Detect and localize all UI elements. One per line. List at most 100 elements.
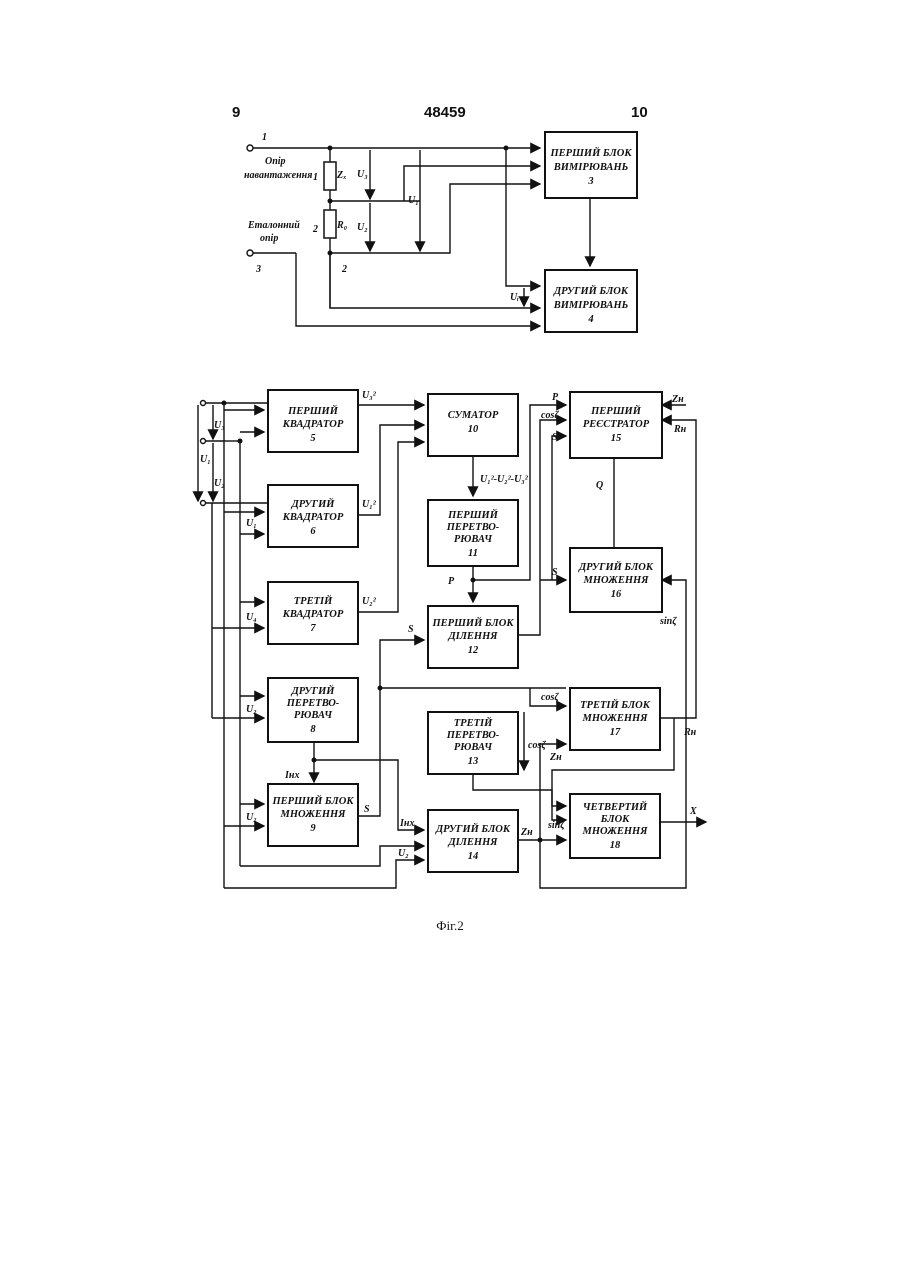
b11-line-3: РЮВАЧ bbox=[454, 534, 493, 545]
cos-label-3: cosζ bbox=[528, 740, 546, 751]
u1-label: U₁ bbox=[408, 195, 419, 206]
figure-2: U₃ U₁ U₂ U₁ U₄ U₂ U₂ U₃² U₁² U₂ bbox=[198, 390, 706, 888]
s-label-1: S bbox=[364, 804, 370, 815]
b17-line-1: ТРЕТІЙ БЛОК bbox=[580, 699, 651, 711]
b13-line-1: ТРЕТІЙ bbox=[454, 717, 493, 729]
block-3-line-1: ПЕРШИЙ БЛОК bbox=[550, 147, 633, 159]
terminal-3-label: 3 bbox=[255, 264, 261, 275]
b9-line-1: ПЕРШИЙ БЛОК bbox=[272, 795, 355, 807]
b11-number: 11 bbox=[468, 548, 478, 559]
b8-number: 8 bbox=[310, 724, 316, 735]
resistor-zx bbox=[324, 162, 336, 190]
b6-number: 6 bbox=[310, 526, 316, 537]
b17-line-2: МНОЖЕННЯ bbox=[582, 713, 649, 724]
zn-label-3: Zн bbox=[520, 827, 533, 838]
rn-label-2: Rн bbox=[673, 424, 687, 435]
b14-line-1: ДРУГИЙ БЛОК bbox=[435, 823, 511, 835]
b15-number: 15 bbox=[611, 433, 622, 444]
b15-line-1: ПЕРШИЙ bbox=[590, 405, 642, 417]
b8-input-label: U₂ bbox=[246, 704, 257, 715]
b8-line-2: ПЕРЕТВО- bbox=[286, 698, 340, 709]
figure-1: 1 3 Опір навантаження Еталонний опір Zₓ … bbox=[244, 132, 637, 332]
s-label-3: S bbox=[552, 567, 558, 578]
b14-line-2: ДІЛЕННЯ bbox=[447, 837, 498, 848]
b11-line-2: ПЕРЕТВО- bbox=[446, 522, 500, 533]
reference-resistance-label-2: опір bbox=[260, 233, 278, 244]
s-label-4: S bbox=[552, 432, 558, 443]
b7-line-2: КВАДРАТОР bbox=[282, 609, 344, 620]
load-resistance-label-2: навантаження bbox=[244, 170, 312, 181]
block-3-number: 3 bbox=[587, 176, 593, 187]
fig2-u1-label: U₁ bbox=[200, 454, 211, 465]
b6-input-label: U₁ bbox=[246, 518, 257, 529]
b17-number: 17 bbox=[610, 727, 621, 738]
node-2-label: 2 bbox=[341, 264, 347, 275]
b12-number: 12 bbox=[468, 645, 479, 656]
b13-line-2: ПЕРЕТВО- bbox=[446, 730, 500, 741]
resistor-1-label: 1 bbox=[313, 172, 318, 183]
b7-line-1: ТРЕТІЙ bbox=[294, 595, 333, 607]
resistor-2-label: 2 bbox=[312, 224, 318, 235]
rn-label-1: Rн bbox=[683, 727, 697, 738]
b14-number: 14 bbox=[468, 851, 479, 862]
b15-line-2: РЕЄСТРАТОР bbox=[583, 419, 650, 430]
r0-label: R₀ bbox=[336, 220, 348, 231]
b18-line-1: ЧЕТВЕРТИЙ bbox=[583, 801, 648, 813]
b5-line-1: ПЕРШИЙ bbox=[287, 405, 339, 417]
ix-label-1: Iнх bbox=[284, 770, 299, 781]
b9-line-2: МНОЖЕННЯ bbox=[280, 809, 347, 820]
b5-line-2: КВАДРАТОР bbox=[282, 419, 344, 430]
b11-line-1: ПЕРШИЙ bbox=[447, 509, 499, 521]
b6-line-2: КВАДРАТОР bbox=[282, 512, 344, 523]
b16-line-2: МНОЖЕННЯ bbox=[583, 575, 650, 586]
reference-resistance-label: Еталонний bbox=[247, 220, 300, 231]
u3-label: U₃ bbox=[357, 169, 368, 180]
zx-label: Zₓ bbox=[336, 170, 347, 181]
b13-number: 13 bbox=[468, 756, 479, 767]
ui-label: Uᵢ bbox=[510, 292, 519, 303]
figure-caption: Фіг.2 bbox=[0, 918, 900, 934]
sum-expression-label: U₁²-U₂²-U₃² bbox=[480, 474, 529, 485]
sin-label-2: sinζ bbox=[659, 616, 677, 627]
zn-label-1: Zн bbox=[671, 394, 684, 405]
b10-number: 10 bbox=[468, 424, 479, 435]
fig2-u3-label: U₃ bbox=[214, 420, 225, 431]
b8-line-3: РЮВАЧ bbox=[294, 710, 333, 721]
b7-number: 7 bbox=[310, 623, 316, 634]
b7-input-label: U₄ bbox=[246, 612, 257, 623]
b13-line-3: РЮВАЧ bbox=[454, 742, 493, 753]
fig2-u2-label: U₂ bbox=[214, 478, 225, 489]
b18-line-2: БЛОК bbox=[600, 814, 630, 825]
ix-label-2: Iнх bbox=[399, 818, 414, 829]
load-resistance-label: Опір bbox=[265, 156, 286, 167]
b18-line-3: МНОЖЕННЯ bbox=[582, 826, 649, 837]
cos-label-2: cosζ bbox=[541, 692, 559, 703]
q-label: Q bbox=[596, 480, 603, 491]
b12-line-1: ПЕРШИЙ БЛОК bbox=[432, 617, 515, 629]
cos-label-1: cosζ bbox=[541, 410, 559, 421]
block-4-line-1: ДРУГИЙ БЛОК bbox=[553, 285, 629, 297]
block-3-line-2: ВИМІРЮВАНЬ bbox=[553, 162, 629, 173]
zn-label-2: Zн bbox=[549, 752, 562, 763]
b5-number: 5 bbox=[310, 433, 315, 444]
u2-squared-label: U₂² bbox=[362, 596, 377, 607]
terminal-1 bbox=[247, 145, 253, 151]
b9-input-label: U₂ bbox=[246, 812, 257, 823]
b10-line-1: СУМАТОР bbox=[448, 410, 499, 421]
b18-number: 18 bbox=[610, 840, 621, 851]
b8-line-1: ДРУГИЙ bbox=[291, 685, 336, 697]
resistor-r0 bbox=[324, 210, 336, 238]
p-label-2: P bbox=[552, 392, 559, 403]
b16-number: 16 bbox=[611, 589, 622, 600]
p-label-1: P bbox=[448, 576, 455, 587]
b9-number: 9 bbox=[310, 823, 316, 834]
u3-squared-label: U₃² bbox=[362, 390, 377, 401]
u2-label: U₂ bbox=[357, 222, 368, 233]
b6-line-1: ДРУГИЙ bbox=[291, 498, 336, 510]
block-4-number: 4 bbox=[587, 314, 593, 325]
b16-line-1: ДРУГИЙ БЛОК bbox=[578, 561, 654, 573]
terminal-3 bbox=[247, 250, 253, 256]
x-output-label: X bbox=[689, 806, 697, 817]
block-4-line-2: ВИМІРЮВАНЬ bbox=[553, 300, 629, 311]
